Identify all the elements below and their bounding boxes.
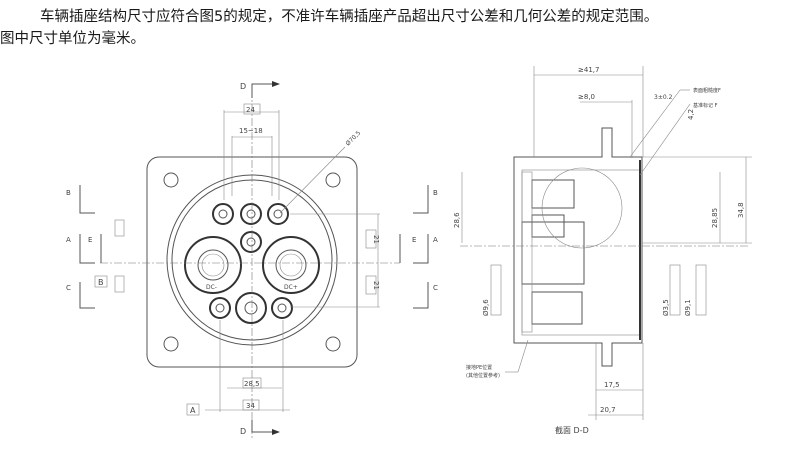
pin-group: [209, 203, 293, 324]
svg-text:C: C: [66, 284, 71, 292]
paragraph-line-2: 图中尺寸单位为毫米。: [0, 31, 145, 47]
section-mark-bottom: D: [240, 427, 246, 436]
datum-a: A: [190, 406, 196, 415]
section-arrows-right: B A E C: [399, 185, 438, 309]
section-view: ≥41,7 ≥8,0 3±0.2 表面粗糙度F 基准标记 F 4,2 34,8 …: [453, 66, 752, 435]
housing-section: [513, 127, 643, 367]
svg-text:A: A: [433, 236, 438, 244]
dim-dia-9-6: Ø9,6: [482, 299, 490, 316]
paragraph-line-1: 车辆插座结构尺寸应符合图5的规定，不准许车辆插座产品超出尺寸公差和几何公差的规定…: [40, 9, 659, 25]
section-arrows-left: B A E C: [66, 185, 102, 309]
intro-paragraph: 车辆插座结构尺寸应符合图5的规定，不准许车辆插座产品超出尺寸公差和几何公差的规定…: [0, 6, 800, 50]
svg-text:C: C: [433, 284, 438, 292]
note-surface: 表面粗糙度F: [693, 87, 721, 94]
datum-b: B: [98, 278, 104, 287]
dim-h-28-6: 28,6: [453, 212, 461, 228]
front-view: DC- DC+ 24 15~18 Ø70,5 28,5 34 A D D: [66, 81, 438, 440]
pin-label-dc-minus: DC-: [206, 284, 217, 291]
dim-diameter: Ø70,5: [344, 130, 362, 148]
dim-right-upper: 21: [372, 235, 380, 244]
svg-text:A: A: [66, 236, 71, 244]
svg-text:E: E: [88, 236, 92, 244]
dim-lip: 4,2: [687, 109, 695, 120]
svg-text:E: E: [412, 236, 416, 244]
dim-h-28-85: 28,85: [711, 208, 719, 228]
dim-h-34-8: 34,8: [737, 202, 745, 218]
svg-text:B: B: [433, 189, 438, 197]
mount-hole: [163, 336, 179, 352]
note-other-positions: (其他位置参考): [466, 372, 500, 379]
dim-dia-3-5: Ø3,5: [662, 299, 670, 316]
dim-depth-17-5: 17,5: [604, 381, 620, 389]
pin-label-dc-plus: DC+: [284, 284, 298, 291]
dim-top-width: 24: [246, 106, 255, 114]
dim-bottom-outer: 34: [246, 402, 255, 410]
dc-pins: DC- DC+: [184, 236, 320, 294]
dim-inner-width: 15~18: [239, 127, 263, 135]
dim-depth-20-7: 20,7: [600, 406, 616, 414]
svg-text:B: B: [66, 189, 71, 197]
mount-hole: [325, 336, 341, 352]
mount-hole: [325, 172, 341, 188]
dim-bottom-inner: 28,5: [244, 380, 260, 388]
dim-dia-9-1: Ø9,1: [684, 299, 692, 316]
mount-hole: [163, 172, 179, 188]
section-title: 截面 D-D: [555, 425, 589, 435]
dim-overall-depth: ≥41,7: [578, 66, 599, 74]
dim-depth-8: ≥8,0: [578, 93, 595, 101]
section-mark-top: D: [240, 82, 246, 91]
note-datum: 基准标记 F: [693, 102, 718, 109]
note-pe-position: 接地PE位置: [466, 364, 492, 371]
dim-step-3: 3±0.2: [654, 94, 673, 101]
dim-right-lower: 21: [372, 281, 380, 290]
